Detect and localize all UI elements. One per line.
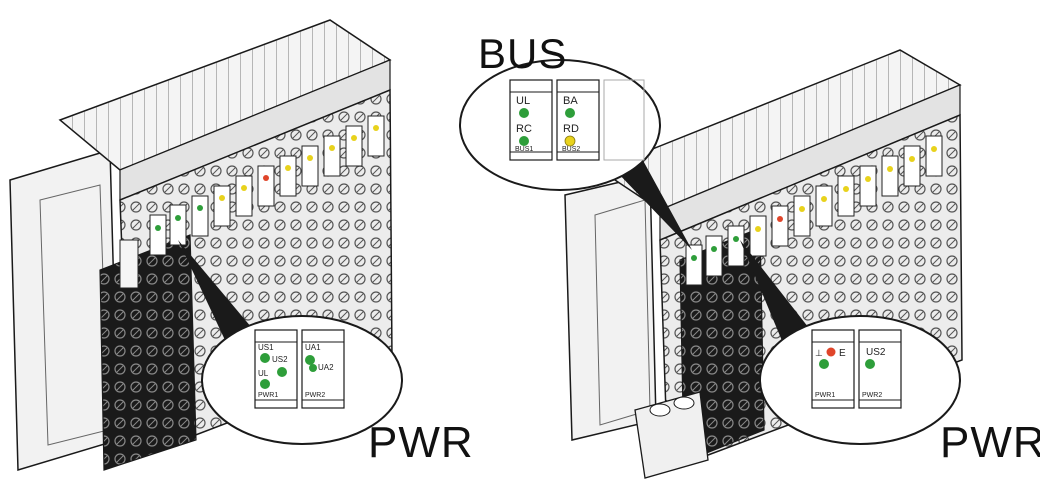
right-e-led-red bbox=[826, 347, 836, 357]
bus-callout: UL RC BUS1 BA RD BUS2 bbox=[459, 59, 661, 191]
bus-p1-led2-label: RC bbox=[516, 123, 532, 135]
left-us2-led bbox=[277, 367, 287, 377]
left-p1-led3-label: UL bbox=[258, 369, 269, 378]
left-us1-led bbox=[260, 353, 270, 363]
bus-p2-led2-label: RD bbox=[563, 123, 579, 135]
bus-p2-led1-label: BA bbox=[563, 95, 578, 107]
left-p2-led2-label: UA2 bbox=[318, 363, 334, 372]
left-ua1-led bbox=[305, 355, 315, 365]
right-p2-led1-label: US2 bbox=[866, 347, 886, 358]
left-p2-led1-label: UA1 bbox=[305, 343, 321, 352]
right-p2-footer: PWR2 bbox=[862, 392, 882, 399]
bus-p1-led1-label: UL bbox=[516, 95, 530, 107]
right-led-strips bbox=[685, 135, 943, 286]
bus-label: BUS bbox=[478, 30, 568, 77]
left-led-strips bbox=[149, 115, 385, 256]
bus-ul-led bbox=[519, 108, 529, 118]
bus-p1-footer: BUS1 bbox=[515, 146, 533, 153]
right-p1-led-prefix: ⊥ bbox=[815, 348, 823, 358]
right-e-led-green bbox=[819, 359, 829, 369]
left-ul-led bbox=[260, 379, 270, 389]
right-p1-footer: PWR1 bbox=[815, 392, 835, 399]
left-p2-footer: PWR2 bbox=[305, 392, 325, 399]
left-ua2-led bbox=[309, 364, 317, 372]
bus-rd-led bbox=[564, 135, 576, 147]
pwr-label-left: PWR bbox=[368, 418, 474, 467]
left-p1-led1-label: US1 bbox=[258, 343, 274, 352]
right-us2-led bbox=[865, 359, 875, 369]
right-pwr-callout: ⊥ E PWR1 US2 PWR2 bbox=[759, 315, 961, 445]
left-pwr-callout: US1 US2 UL PWR1 UA1 UA2 PWR2 bbox=[201, 315, 403, 445]
right-p1-led1-label: E bbox=[839, 348, 846, 359]
bus-rc-led bbox=[519, 136, 529, 146]
left-p1-led2-label: US2 bbox=[272, 355, 288, 364]
bus-ba-led bbox=[565, 108, 575, 118]
left-p1-footer: PWR1 bbox=[258, 392, 278, 399]
pwr-label-right: PWR bbox=[940, 418, 1040, 467]
bus-p2-footer: BUS2 bbox=[562, 146, 580, 153]
